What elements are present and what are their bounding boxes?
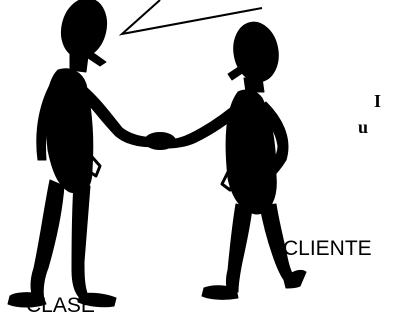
side-text-line-1: I: [374, 88, 381, 114]
left-figure-head: [55, 0, 112, 62]
left-figure-clase: [8, 0, 160, 307]
side-text-line-2: u: [358, 114, 381, 140]
clase-label: CLASE: [26, 295, 95, 316]
cliente-label: CLIENTE: [283, 238, 372, 259]
cut-off-side-text: I u: [374, 88, 381, 140]
